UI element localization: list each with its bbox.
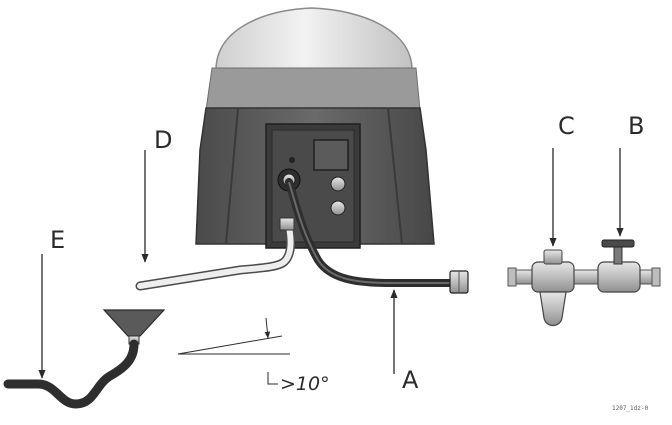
inlet-hose: [285, 178, 469, 294]
callouts: A B C D E: [38, 112, 644, 394]
inlet-hose-highlight: [288, 181, 452, 284]
callout-label-d: D: [154, 126, 172, 154]
callout-label-c: C: [558, 112, 575, 140]
drain-trap-pipe: [3, 339, 139, 409]
slope-indicator: >10°: [177, 317, 330, 395]
panel-screw: [289, 157, 295, 163]
funnel-cone: [102, 309, 166, 337]
callout-label-a: A: [402, 366, 419, 394]
display-window: [313, 139, 349, 171]
appliance-band: [205, 67, 421, 111]
appliance: [195, 7, 435, 249]
slope-tick-bottom: [267, 372, 278, 385]
slope-tick-top: [264, 317, 271, 339]
valve-pipe-end-left: [507, 267, 517, 287]
fitting-lower: [330, 200, 346, 216]
figure-reference: 1207_1dz-0: [612, 405, 649, 412]
drain-hose-clamp: [279, 217, 295, 231]
callout-label-b: B: [628, 112, 644, 140]
valve-b-handle: [601, 239, 635, 248]
valve-b-body: [597, 261, 641, 293]
drain-hose: [135, 217, 296, 291]
valve-b-stem: [613, 245, 623, 265]
valve-c-bowl: [539, 291, 567, 327]
valve-c-cap: [543, 249, 563, 265]
drain-hose-inner: [137, 219, 294, 289]
appliance-body-groove-right: [387, 107, 403, 245]
slope-incline: [177, 335, 283, 355]
appliance-dome: [215, 7, 413, 71]
valve-pipe-end-right: [651, 267, 661, 287]
callout-label-e: E: [50, 226, 65, 254]
valve-c-body: [531, 261, 575, 293]
slope-angle-label: >10°: [280, 373, 330, 395]
appliance-body-groove-left: [225, 107, 239, 245]
drain-funnel: [3, 309, 166, 409]
fitting-upper: [330, 176, 346, 192]
valve-assembly: [507, 239, 661, 327]
